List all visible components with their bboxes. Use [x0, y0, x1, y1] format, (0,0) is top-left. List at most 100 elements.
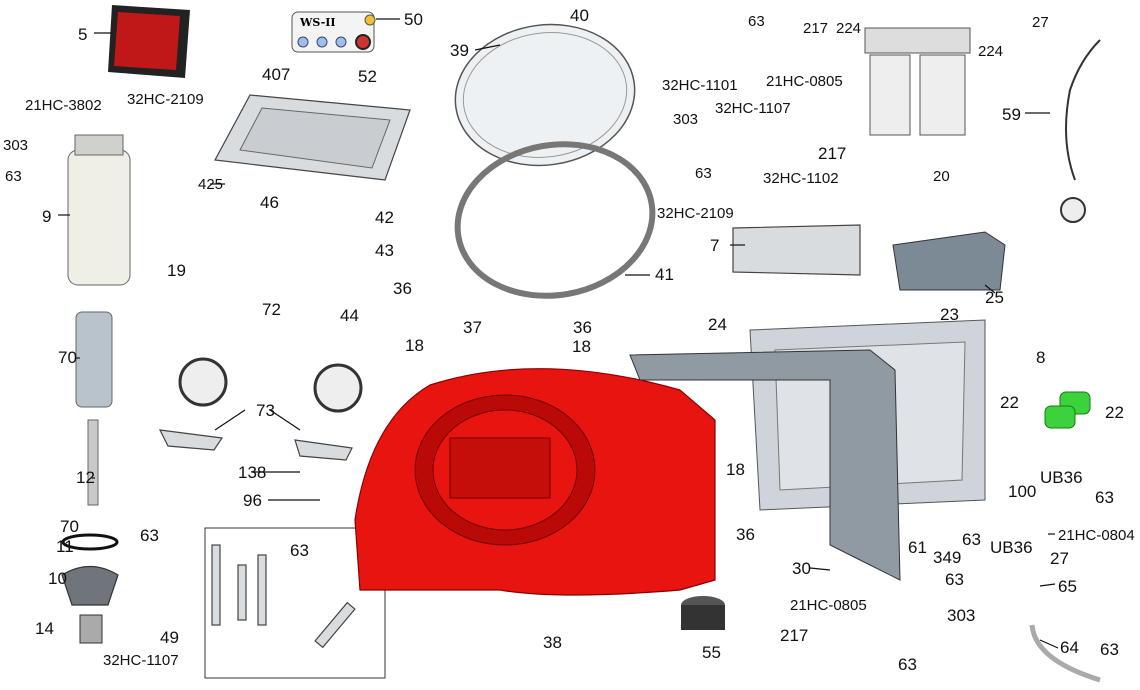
callout-label: 43	[375, 241, 394, 260]
part-9-filter-housing	[67, 134, 131, 286]
callout-label: 25	[985, 288, 1004, 307]
part-24-bracket	[629, 349, 901, 581]
callout-label: 52	[358, 67, 377, 86]
callout-label: 37	[463, 318, 482, 337]
callout-label: 59	[1002, 105, 1021, 124]
leader-lines	[58, 18, 1059, 649]
part-49-kit-box	[204, 527, 386, 679]
part-7-bracket	[732, 224, 861, 276]
callout-label: 38	[543, 633, 562, 652]
part-73-gauges	[158, 357, 363, 461]
callout-label: 63	[898, 655, 917, 674]
part-50-control-panel: WS-II	[291, 11, 376, 53]
callout-label: 12	[76, 468, 95, 487]
callout-label: 9	[42, 207, 51, 226]
callout-label: 50	[404, 10, 423, 29]
callout-label: 27	[1050, 549, 1069, 568]
callout-label: 10	[48, 569, 67, 588]
callout-label: 32HC-1107	[103, 652, 179, 669]
callout-label: 63	[962, 530, 981, 549]
part-20-filter-regulator	[864, 27, 971, 136]
callout-label: 18	[405, 336, 424, 355]
callout-label: 63	[5, 168, 22, 185]
part-10-bowl	[61, 565, 119, 606]
callout-label: 32HC-1102	[763, 170, 839, 187]
callout-label: 63	[1100, 640, 1119, 659]
callout-label: 63	[945, 570, 964, 589]
part-55-ring	[681, 596, 725, 630]
callout-label: 63	[1095, 488, 1114, 507]
callout-label: 30	[792, 559, 811, 578]
callout-label: 23	[940, 305, 959, 324]
callout-label: 61	[908, 538, 927, 557]
callout-label: 40	[570, 6, 589, 25]
callout-label: 41	[655, 265, 674, 284]
callout-label: 18	[726, 460, 745, 479]
part-41-window-ring	[454, 141, 656, 299]
callout-label: 100	[1008, 482, 1036, 501]
callout-label: 217	[803, 20, 828, 37]
callout-label: UB36	[990, 538, 1033, 557]
callout-label: 349	[933, 548, 961, 567]
callout-label: 8	[1036, 348, 1045, 367]
callout-label: 217	[780, 626, 808, 645]
part-11-oring	[61, 533, 119, 551]
part-12-rod	[87, 419, 99, 506]
callout-label: 18	[572, 337, 591, 356]
callout-label: 21HC-3802	[25, 97, 102, 114]
callout-label: 224	[836, 20, 861, 37]
callout-label: 36	[736, 525, 755, 544]
callout-label: 63	[748, 13, 765, 30]
callout-label: 39	[450, 41, 469, 60]
callout-label: 32HC-2109	[657, 205, 734, 222]
callout-label: 22	[1105, 403, 1124, 422]
callout-label: 32HC-2109	[127, 91, 204, 108]
callout-label: 303	[3, 137, 28, 154]
callout-label: 217	[818, 144, 846, 163]
part-59-coiled-cable	[1060, 39, 1101, 223]
callout-label: 36	[573, 318, 592, 337]
callout-label: 72	[262, 300, 281, 319]
callout-label: 49	[160, 628, 179, 647]
callout-label: 32HC-1107	[715, 100, 791, 117]
callout-label: 14	[35, 619, 54, 638]
callout-label: 70	[58, 348, 77, 367]
callout-label: UB36	[1040, 468, 1083, 487]
callout-label: 19	[167, 261, 186, 280]
part-5-red-lens	[108, 5, 190, 78]
callout-label: 5	[78, 25, 87, 44]
callout-labels: 5 50 40 39 63 217 224 21HC-0805 224 27 4…	[3, 6, 1135, 674]
callout-label: 64	[1060, 638, 1079, 657]
part-37-red-housing	[354, 368, 716, 596]
callout-label: 21HC-0804	[1058, 527, 1135, 544]
callout-label: 407	[262, 65, 290, 84]
part-8-indicator-lights	[1044, 391, 1091, 429]
callout-label: 138	[238, 463, 266, 482]
callout-label: 425	[198, 176, 223, 193]
callout-label: 32HC-1101	[662, 77, 738, 94]
callout-label: 21HC-0805	[766, 73, 843, 90]
callout-label: 73	[256, 401, 275, 420]
part-39-glass-window	[454, 23, 636, 167]
panel-logo-text: WS-II	[299, 16, 336, 29]
callout-label: 63	[695, 165, 712, 182]
callout-label: 42	[375, 208, 394, 227]
part-52-panel-plate	[214, 94, 411, 181]
callout-label: 65	[1058, 577, 1077, 596]
callout-label: 36	[393, 279, 412, 298]
callout-label: 21HC-0805	[790, 597, 867, 614]
callout-label: 22	[1000, 393, 1019, 412]
callout-label: 11	[56, 537, 74, 556]
callout-label: 63	[290, 541, 309, 560]
callout-label: 96	[243, 491, 262, 510]
part-64-hose	[1029, 624, 1101, 683]
callout-label: 55	[702, 643, 721, 662]
callout-label: 24	[708, 315, 727, 334]
callout-label: 303	[947, 606, 975, 625]
callout-label: 7	[710, 236, 719, 255]
callout-label: 20	[933, 168, 950, 185]
part-70-cartridge	[75, 311, 113, 408]
callout-label: 27	[1032, 14, 1049, 31]
